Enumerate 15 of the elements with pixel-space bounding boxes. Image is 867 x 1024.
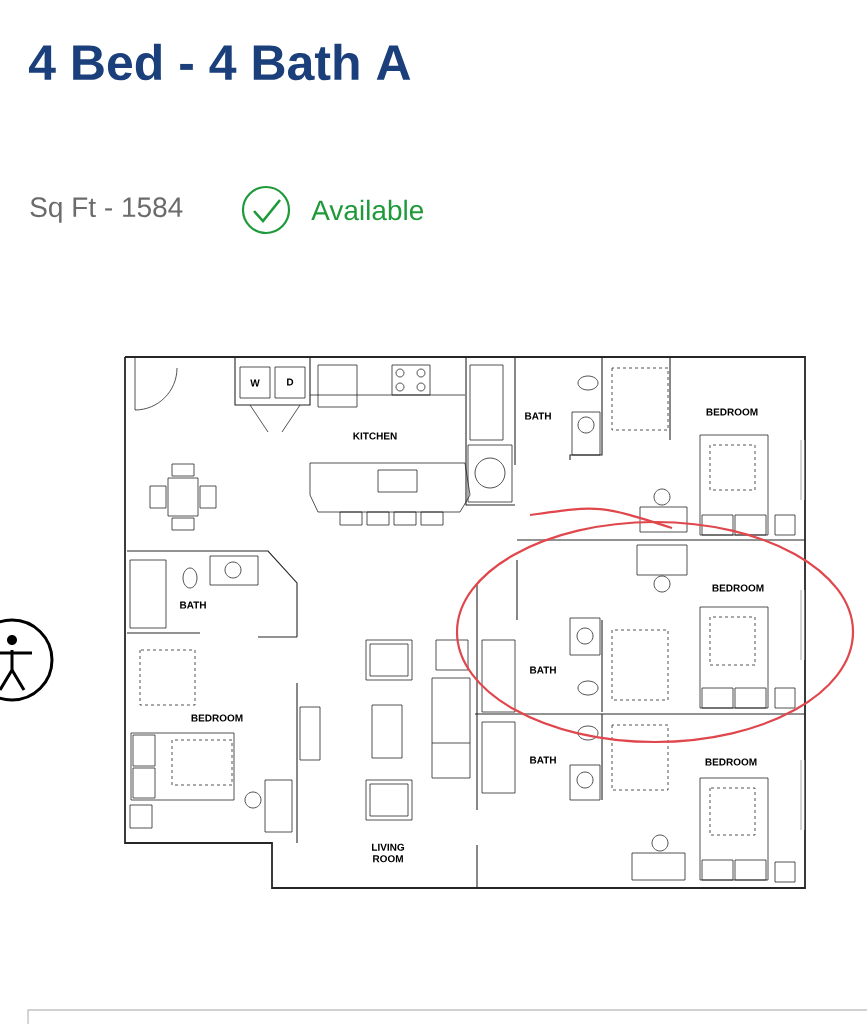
room-label: BEDROOM xyxy=(705,758,757,766)
room-label: LIVING ROOM xyxy=(372,843,405,863)
room-label: BATH xyxy=(530,756,556,764)
status-label: Available xyxy=(311,199,424,221)
room-label: W xyxy=(250,379,260,387)
room-label: KITCHEN xyxy=(353,432,397,440)
room-label: BATH xyxy=(525,412,551,420)
room-label: BEDROOM xyxy=(706,408,758,416)
room-label: D xyxy=(287,378,294,386)
room-label: BEDROOM xyxy=(712,584,764,592)
room-label: BATH xyxy=(530,666,556,674)
room-label: BEDROOM xyxy=(191,714,243,722)
area-label: Sq Ft - 1584 xyxy=(30,197,183,223)
room-label: BATH xyxy=(180,601,206,609)
title: 4 Bed - 4 Bath A xyxy=(28,43,411,81)
